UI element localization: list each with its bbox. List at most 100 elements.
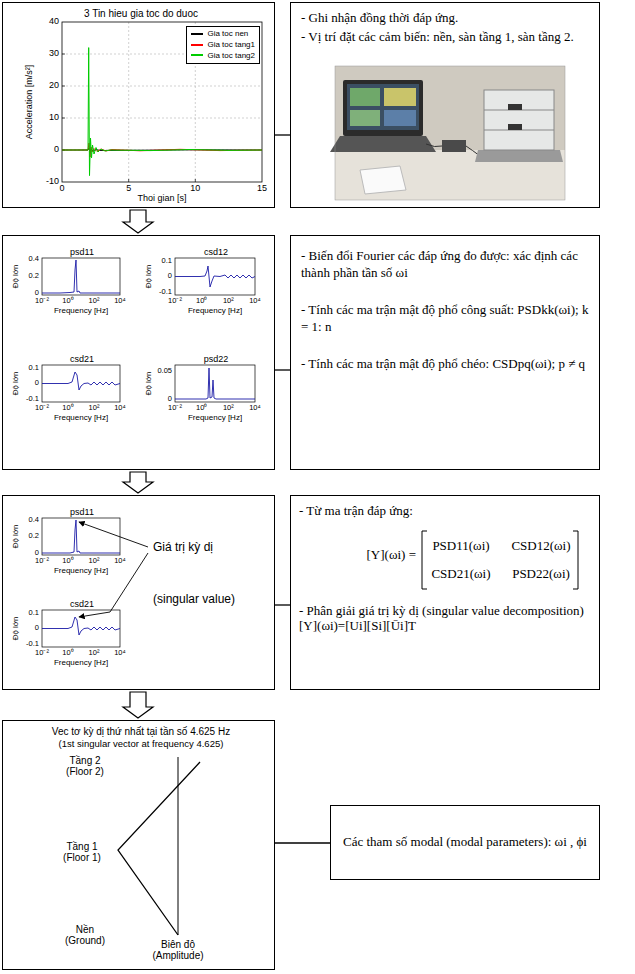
axis-tick: 10² [89,404,100,412]
spectrum-plot [42,372,120,390]
mode-shape-plot [118,757,200,935]
axis-tick: 10⁰ [62,557,73,565]
axis-tick: 0.4 [29,516,39,524]
axis-tick: 0 [168,272,172,280]
floor-label: Nền (Ground) [59,924,111,946]
legend-text: Gia toc tang1 [207,40,255,49]
block-arrow [123,472,153,493]
legend-row: Gia toc nen [191,29,255,40]
axis-tick: 10⁰ [62,404,73,412]
axis-tick: 10⁴ [114,404,126,412]
matrix-entry: PSD11(ωi) [432,539,489,554]
description-text: - Vị trí đặt các cảm biến: nền, sàn tầng… [301,29,589,46]
axis-tick: 10⁴ [114,649,126,657]
lab-photo [343,80,423,136]
mode-shape-plot [178,757,179,935]
matrix-label: [Y](ωi) = [367,548,416,563]
block-arrow [123,692,153,718]
grid-line [62,22,262,182]
axis-tick: 10² [89,297,100,305]
acceleration-chart [62,22,262,182]
matrix-entry: CSD21(ωi) [431,567,490,582]
axis-tick: 10² [89,557,100,565]
chart-panel: Vec tơ kỳ dị thứ nhất tại tần số 4.625 H… [2,720,275,970]
block-arrow [123,210,153,233]
axis-label: Frequency [Hz] [54,659,108,668]
description-text: Các tham số modal (modal parameters): ωi… [343,834,587,851]
tick-mark [62,118,65,119]
lab-photo [335,66,565,200]
axis-label: Độ lớn [12,525,21,549]
axis-tick: -0.1 [26,640,39,648]
result-box: Các tham số modal (modal parameters): ωi… [330,805,600,880]
tick-mark [62,54,195,182]
lab-photo [350,110,380,126]
axis-tick: 20 [49,81,59,91]
axis-label: Frequency [Hz] [54,414,108,423]
axis-tick: 10 [190,184,200,194]
axis-tick: 10² [223,404,234,412]
lab-photo [508,124,522,130]
lab-photo [475,150,563,162]
axis-tick: 10⁻² [168,297,182,305]
axis-tick: 10⁰ [62,649,73,657]
axis-tick: 10 [49,113,59,123]
spectrum-plot [175,365,255,402]
plot-frame [62,22,262,182]
lab-photo [347,84,419,130]
grid-line [128,22,129,182]
spectrum-plot [42,520,120,553]
description-text: - Tính các ma trận mật độ phổ công suất:… [301,302,589,336]
axis-label: Độ lớn [12,372,21,396]
lab-photo [350,88,380,106]
lab-photo [384,88,416,106]
matrix-bracket [422,531,578,589]
subplot-title: psd22 [204,354,229,364]
subplot-title: csd21 [70,354,94,364]
spectrum-plot [42,260,120,293]
chart-panel: psd11csd21Giá trị kỳ dị(singular value) [2,495,275,690]
spectrum-plot [175,368,255,399]
axis-tick: 10⁻² [35,557,49,565]
axis-tick: 10⁻² [35,404,49,412]
floor-label: Tầng 2 (Floor 2) [59,755,111,777]
axis-tick: 10⁰ [196,297,207,305]
axis-label: Frequency [Hz] [54,567,108,576]
lab-photo [484,90,554,150]
description-text: - Biến đổi Fourier các đáp ứng đo được: … [301,248,589,282]
axis-tick: 10⁻² [168,404,182,412]
lab-photo [360,166,406,194]
chart-panel: 3 Tin hieu gia toc do duocGia toc nenGia… [2,2,275,208]
lab-photo [335,150,565,200]
axis-tick: -0.1 [26,395,39,403]
lab-photo [384,110,416,126]
axis-label: Acceleration [m/s²] [25,65,35,140]
axis-tick: 10² [89,649,100,657]
axis-tick: 0.4 [29,255,39,263]
spectrum-plot [42,258,120,295]
lab-photo [442,140,466,152]
matrix-bracket [573,531,578,589]
subplot-title: csd21 [70,599,94,609]
legend-row: Gia toc tang2 [191,51,255,62]
connector-line [275,604,290,605]
connector-line [275,369,290,370]
axis-tick: 0 [59,184,64,194]
axis-tick: 0.1 [29,364,39,372]
axis-tick: 10⁰ [62,297,73,305]
tick-mark [128,179,129,182]
spectrum-plot [42,610,120,647]
grid-line [62,86,262,87]
axis-label: Frequency [Hz] [188,414,242,423]
annotation-text: Giá trị kỳ dị [153,541,213,555]
axis-label: Frequency [Hz] [188,307,242,316]
axis-tick: 10⁴ [249,404,261,412]
tick-mark [62,86,65,87]
matrix-bracket [422,531,427,589]
annotation-text: (singular value) [153,593,235,607]
description-text: - Tính các ma trận mật độ phổ chéo: CSDp… [301,356,589,373]
subplot-title: csd12 [204,247,228,257]
lab-photo [330,66,565,200]
chart-title: 3 Tin hieu gia toc do duoc [84,8,198,20]
